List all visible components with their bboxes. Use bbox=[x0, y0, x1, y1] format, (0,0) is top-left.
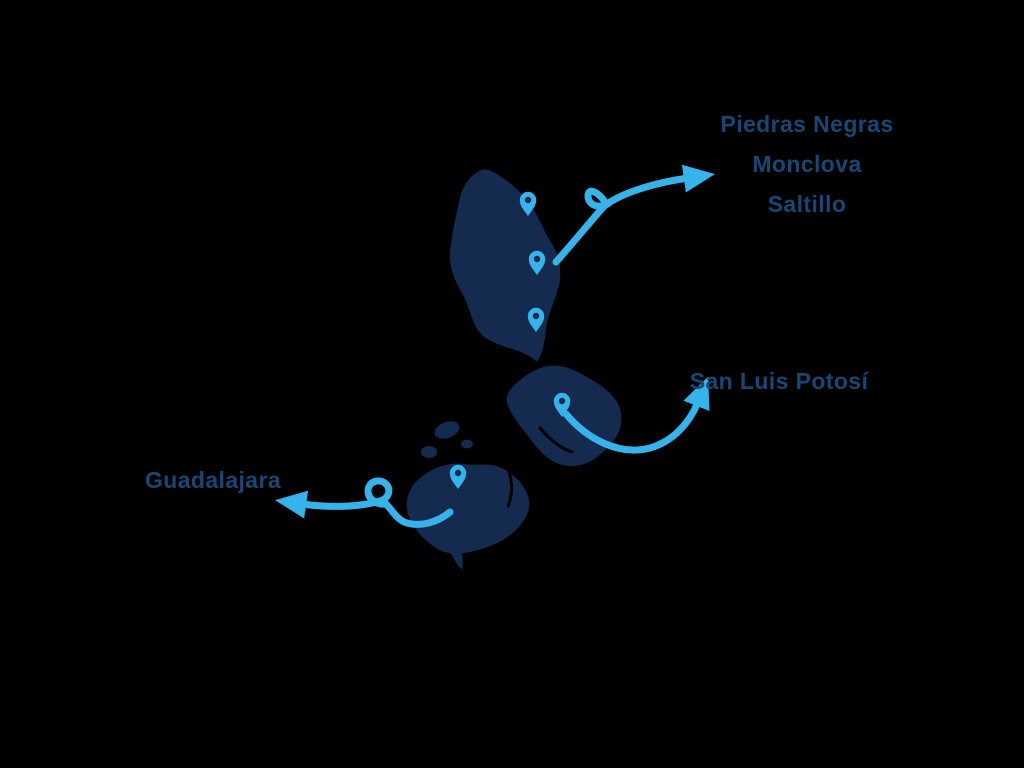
state-shape-southwest bbox=[406, 463, 530, 554]
label-group-northeast: Piedras Negras Monclova Saltillo bbox=[657, 104, 957, 224]
city-label-saltillo: Saltillo bbox=[767, 191, 847, 217]
curly-arrow-icon-northeast bbox=[552, 164, 716, 266]
state-shape-north bbox=[449, 169, 561, 362]
state-shape-south-tip bbox=[448, 544, 463, 570]
state-border-line bbox=[503, 460, 514, 508]
city-label-monclova: Monclova bbox=[752, 151, 862, 177]
map-pin-icon bbox=[527, 307, 545, 332]
curly-arrow-icon-san-luis bbox=[562, 376, 710, 454]
city-label-guadalajara: Guadalajara bbox=[144, 467, 282, 493]
map-pin-icon bbox=[553, 392, 571, 417]
route-arrows bbox=[274, 164, 716, 528]
city-label-san-luis-potosi: San Luis Potosí bbox=[689, 368, 869, 394]
map-pin-icon bbox=[519, 191, 537, 216]
curly-arrow-icon-guadalajara bbox=[274, 477, 454, 528]
map-pin-icon bbox=[449, 464, 467, 489]
state-fragment bbox=[434, 421, 460, 439]
state-border-line bbox=[538, 426, 574, 454]
city-label-piedras-negras: Piedras Negras bbox=[720, 111, 894, 137]
state-fragment bbox=[461, 439, 473, 449]
map-pin-icon bbox=[528, 250, 546, 275]
state-fragment bbox=[421, 446, 437, 458]
location-pins bbox=[449, 191, 571, 489]
map-silhouette bbox=[406, 169, 622, 570]
